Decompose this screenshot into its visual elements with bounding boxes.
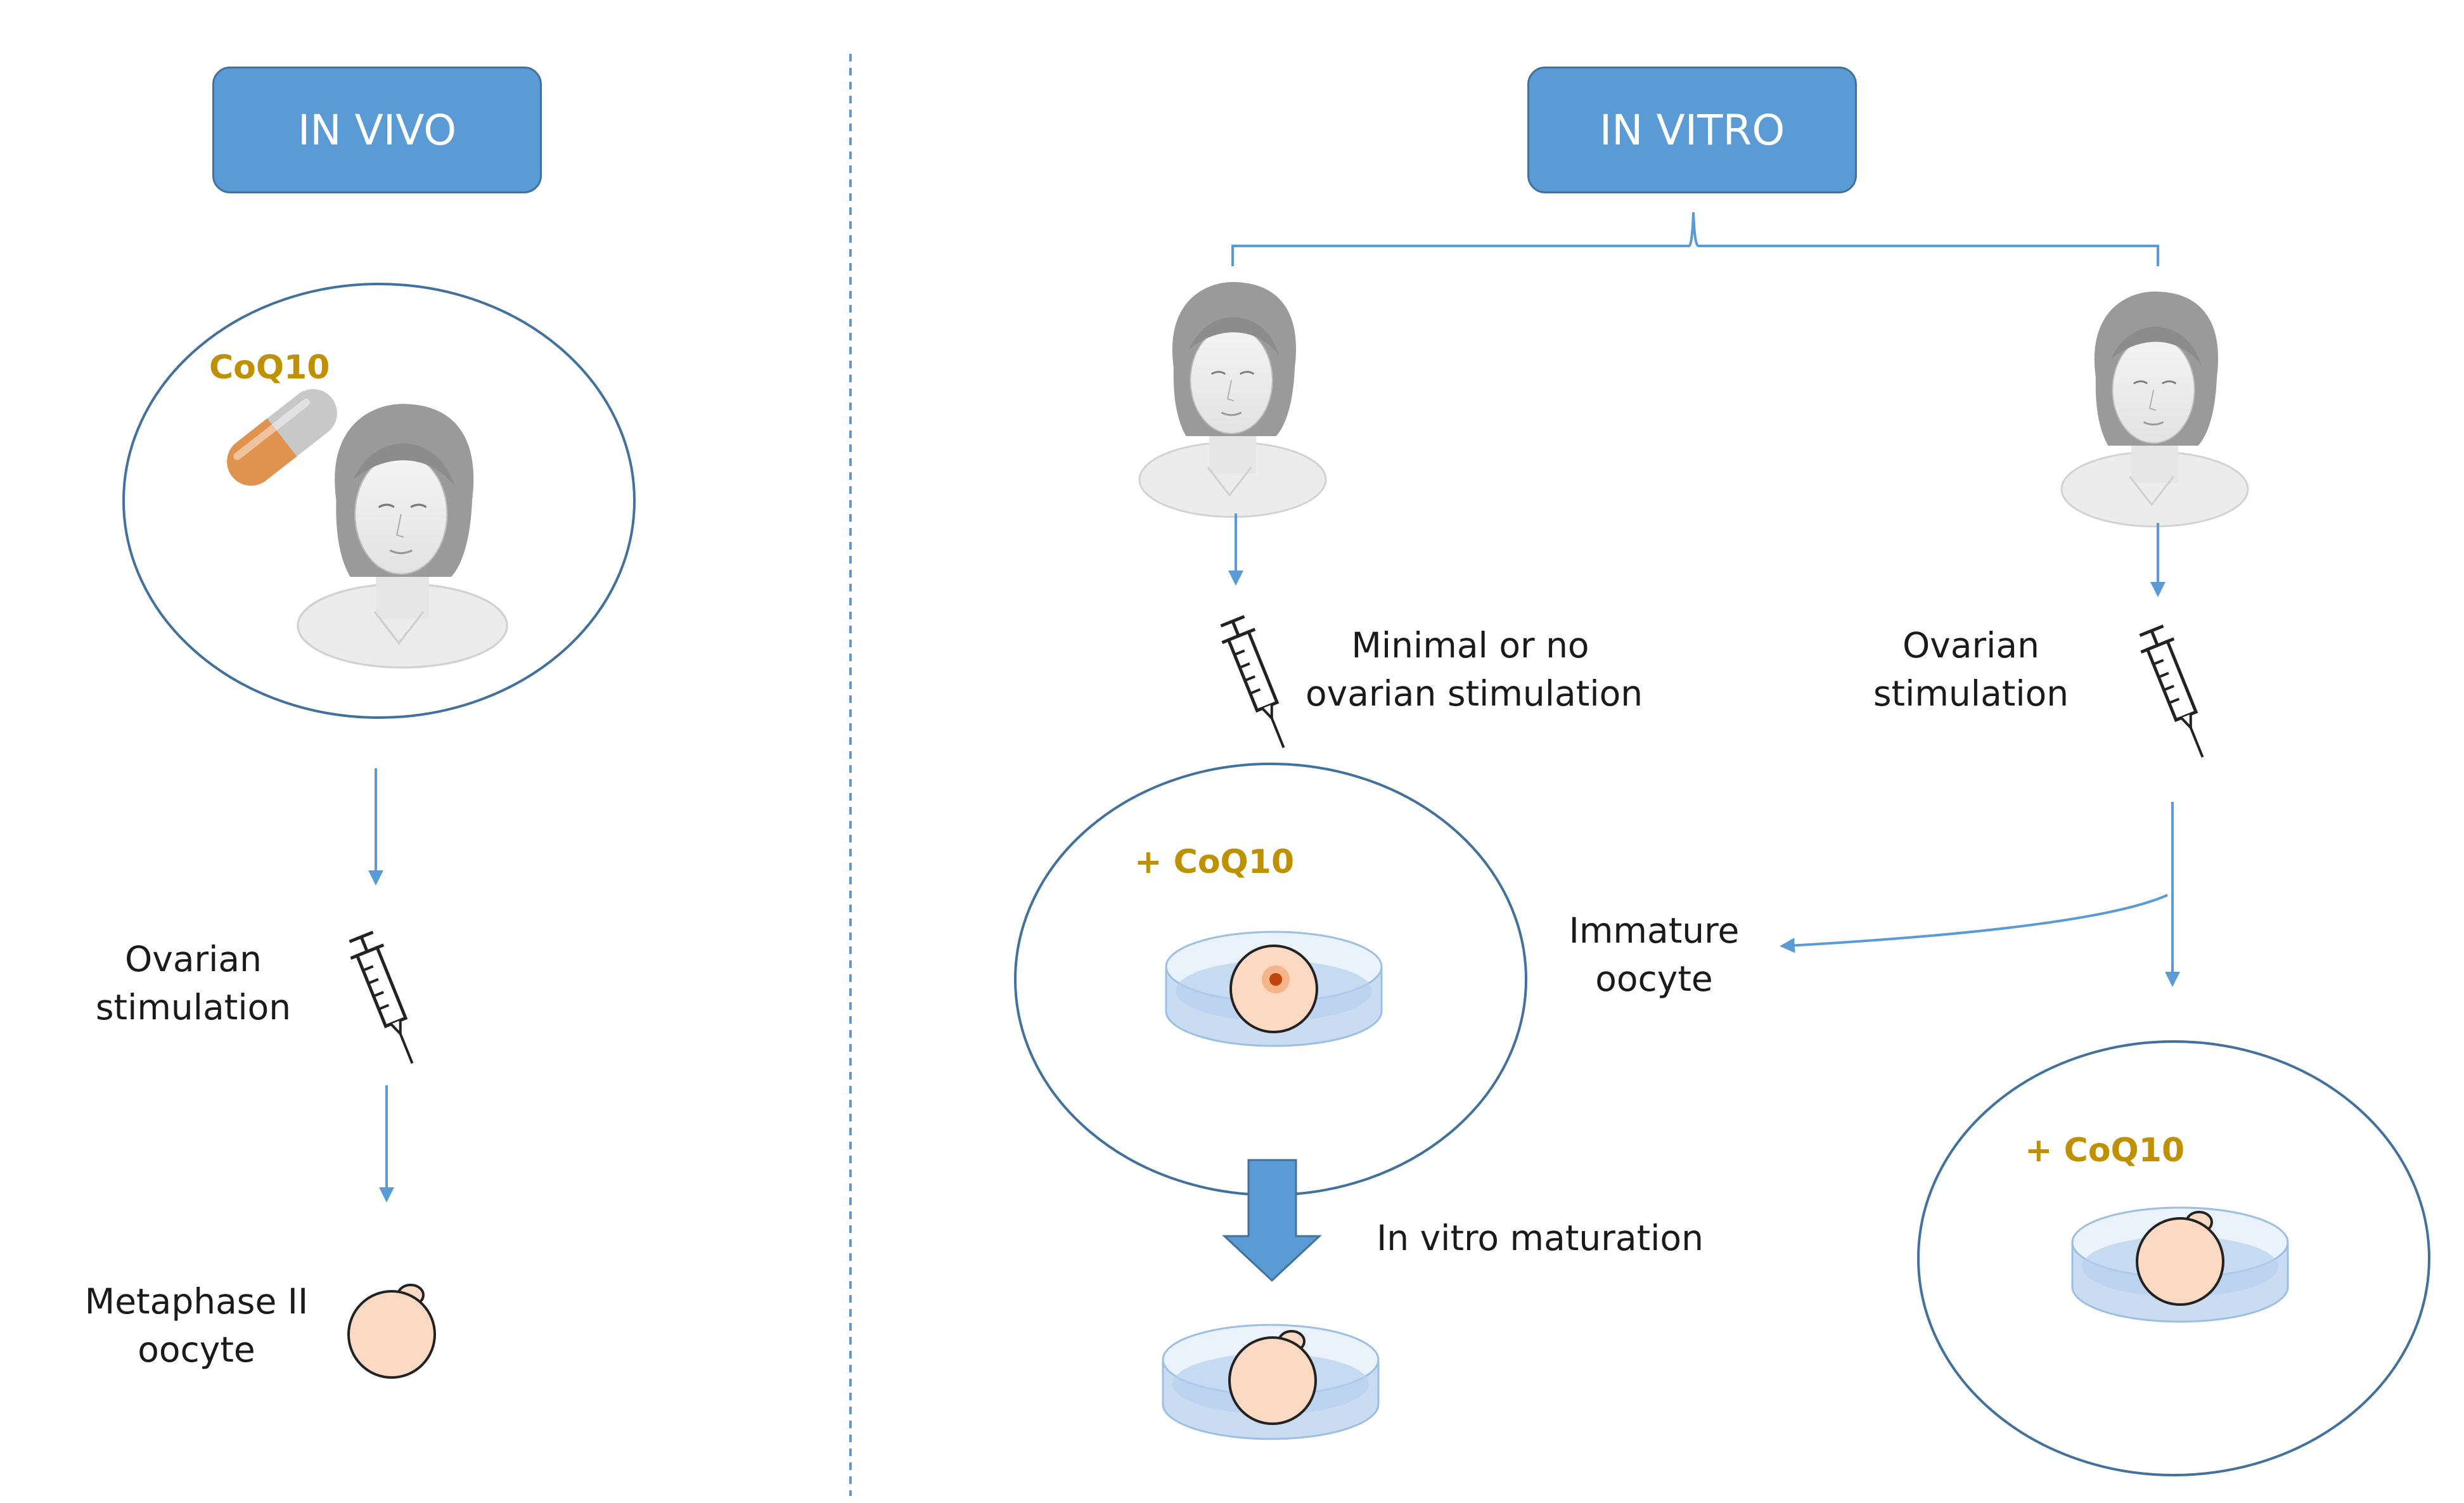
in-vitro-maturation-label: In vitro maturation <box>1376 1218 1704 1258</box>
syringe-icon <box>345 931 428 1070</box>
ivm-arrow <box>1222 1159 1322 1282</box>
coq10-label: + CoQ10 <box>1134 843 1295 881</box>
ovarian-stimulation-label: Ovarian stimulation <box>95 939 292 1028</box>
oocyte-icon <box>347 1284 436 1379</box>
in-vitro-header: IN VITRO <box>1527 67 1857 193</box>
metaphase-ii-label: Metaphase II oocyte <box>84 1281 309 1370</box>
in-vivo-header: IN VIVO <box>212 67 542 193</box>
branch-bracket <box>1231 212 2159 266</box>
capsule-icon <box>227 389 337 486</box>
syringe-icon <box>2135 624 2219 764</box>
in-vitro-header-label: IN VITRO <box>1599 105 1785 155</box>
woman-icon <box>2060 290 2249 527</box>
coq10-label: CoQ10 <box>209 349 330 387</box>
minimal-stimulation-label: Minimal or no ovarian stimulation <box>1306 625 1643 714</box>
coq10-label: + CoQ10 <box>2025 1132 2185 1170</box>
arrow <box>1780 894 2168 953</box>
in-vivo-header-label: IN VIVO <box>297 105 457 155</box>
immature-oocyte-label: Immature oocyte <box>1569 910 1740 999</box>
woman-icon <box>1138 281 1327 518</box>
syringe-icon <box>1216 615 1300 754</box>
immature-oocyte-icon <box>1229 945 1318 1033</box>
ovarian-stimulation-label: Ovarian stimulation <box>1873 625 2069 714</box>
